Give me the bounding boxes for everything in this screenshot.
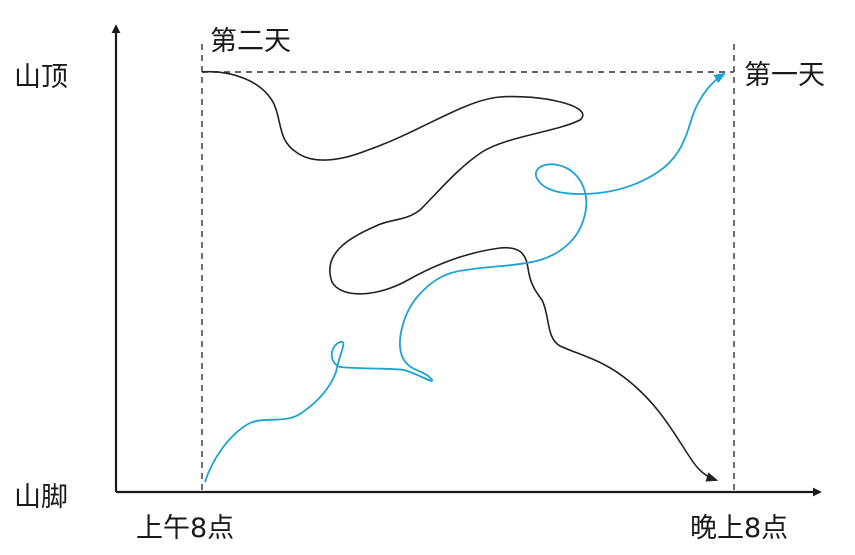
start-time-label: 上午8点 (136, 513, 234, 544)
summit-label: 山顶 (14, 62, 68, 93)
foot-label: 山脚 (14, 482, 68, 513)
end-time-label: 晚上8点 (690, 513, 788, 544)
day-one-path (204, 72, 727, 483)
day-two-path (201, 70, 719, 482)
guide-lines (201, 44, 735, 490)
day-two-label: 第二天 (210, 26, 291, 57)
day-one-label: 第一天 (744, 60, 825, 91)
